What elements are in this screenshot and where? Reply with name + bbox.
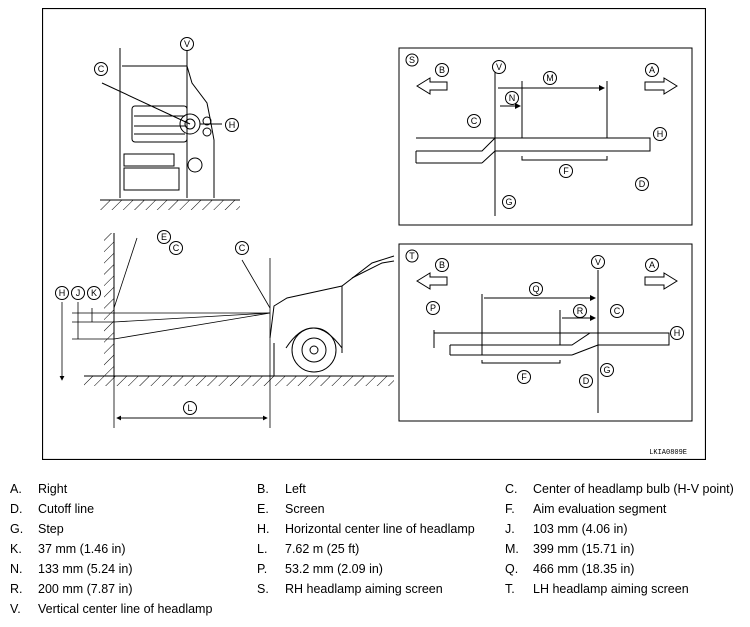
svg-text:S: S [409,55,415,65]
figure-code: LKIA0809E [649,449,687,457]
svg-text:C: C [614,306,621,316]
callout-g-lh: G [600,363,614,377]
svg-text:A: A [649,260,655,270]
svg-text:M: M [546,73,554,83]
callout-c-side-right: C [235,241,249,255]
svg-text:P: P [430,303,436,313]
svg-text:F: F [563,166,569,176]
svg-text:D: D [639,179,646,189]
svg-text:F: F [521,372,527,382]
svg-text:H: H [229,120,236,130]
svg-text:K: K [91,288,97,298]
svg-text:H: H [657,129,664,139]
vehicle-front-view [101,43,222,198]
svg-text:C: C [173,243,180,253]
svg-text:V: V [595,257,601,267]
svg-text:G: G [603,365,610,375]
callout-k-side: K [87,286,101,300]
arrow-right-icon [644,77,678,95]
arrow-left-icon [416,77,448,95]
callout-p-lh: P [426,301,440,315]
callout-a-rh: A [645,63,659,77]
callout-g-rh: G [502,195,516,209]
callout-d-rh: D [635,177,649,191]
callout-c-front: C [94,62,108,76]
callout-m-rh: M [543,71,557,85]
arrow-left-icon [416,272,448,290]
beam-lines [72,237,271,428]
svg-text:T: T [409,251,415,261]
callout-v-front: V [180,37,194,51]
legend: A.Right D.Cutoff line G.Step K.37 mm (1.… [10,482,734,616]
callout-f-lh: F [517,370,531,384]
ground-front [100,200,240,210]
callout-b-lh: B [435,258,449,272]
callout-t: T [405,249,419,263]
svg-text:C: C [471,116,478,126]
svg-text:E: E [161,232,167,242]
svg-text:H: H [59,288,66,298]
callout-c-side-left: C [169,241,183,255]
rh-aiming-screen-panel: S B A V [398,47,693,226]
callout-l-side: L [183,401,197,415]
callout-j-side: J [71,286,85,300]
callout-a-lh: A [645,258,659,272]
svg-text:B: B [439,260,445,270]
callout-b-rh: B [435,63,449,77]
callout-c-rh: C [467,114,481,128]
svg-text:L: L [187,403,192,413]
svg-text:C: C [98,64,105,74]
callout-h-lh: H [670,326,684,340]
svg-text:B: B [439,65,445,75]
figure-border [42,8,706,460]
svg-text:R: R [577,306,584,316]
screen-wall [104,233,115,378]
lh-aiming-screen-panel: T B A V [398,243,693,422]
vehicle-side-view [269,255,395,376]
svg-text:D: D [583,376,590,386]
svg-text:J: J [76,288,81,298]
svg-text:G: G [505,197,512,207]
callout-h-side: H [55,286,69,300]
callout-h-front: H [225,118,239,132]
arrow-right-icon [644,272,678,290]
svg-text:N: N [509,93,516,103]
svg-text:C: C [239,243,246,253]
callout-f-rh: F [559,164,573,178]
callout-h-rh: H [653,127,667,141]
callout-v-rh: V [492,60,506,74]
svg-text:V: V [184,39,190,49]
callout-n-rh: N [505,91,519,105]
callout-v-lh: V [591,255,605,269]
callout-r-lh: R [573,304,587,318]
callout-c-lh: C [610,304,624,318]
headlamp-aiming-diagram: V C H [42,8,706,460]
callout-d-lh: D [579,374,593,388]
svg-text:V: V [496,62,502,72]
callout-s: S [405,53,419,67]
callout-e-side: E [157,230,171,244]
dimension-marks-side [59,302,268,421]
callout-q-lh: Q [529,282,543,296]
svg-text:Q: Q [532,284,539,294]
svg-text:A: A [649,65,655,75]
svg-text:H: H [674,328,681,338]
ground-side [84,376,394,386]
